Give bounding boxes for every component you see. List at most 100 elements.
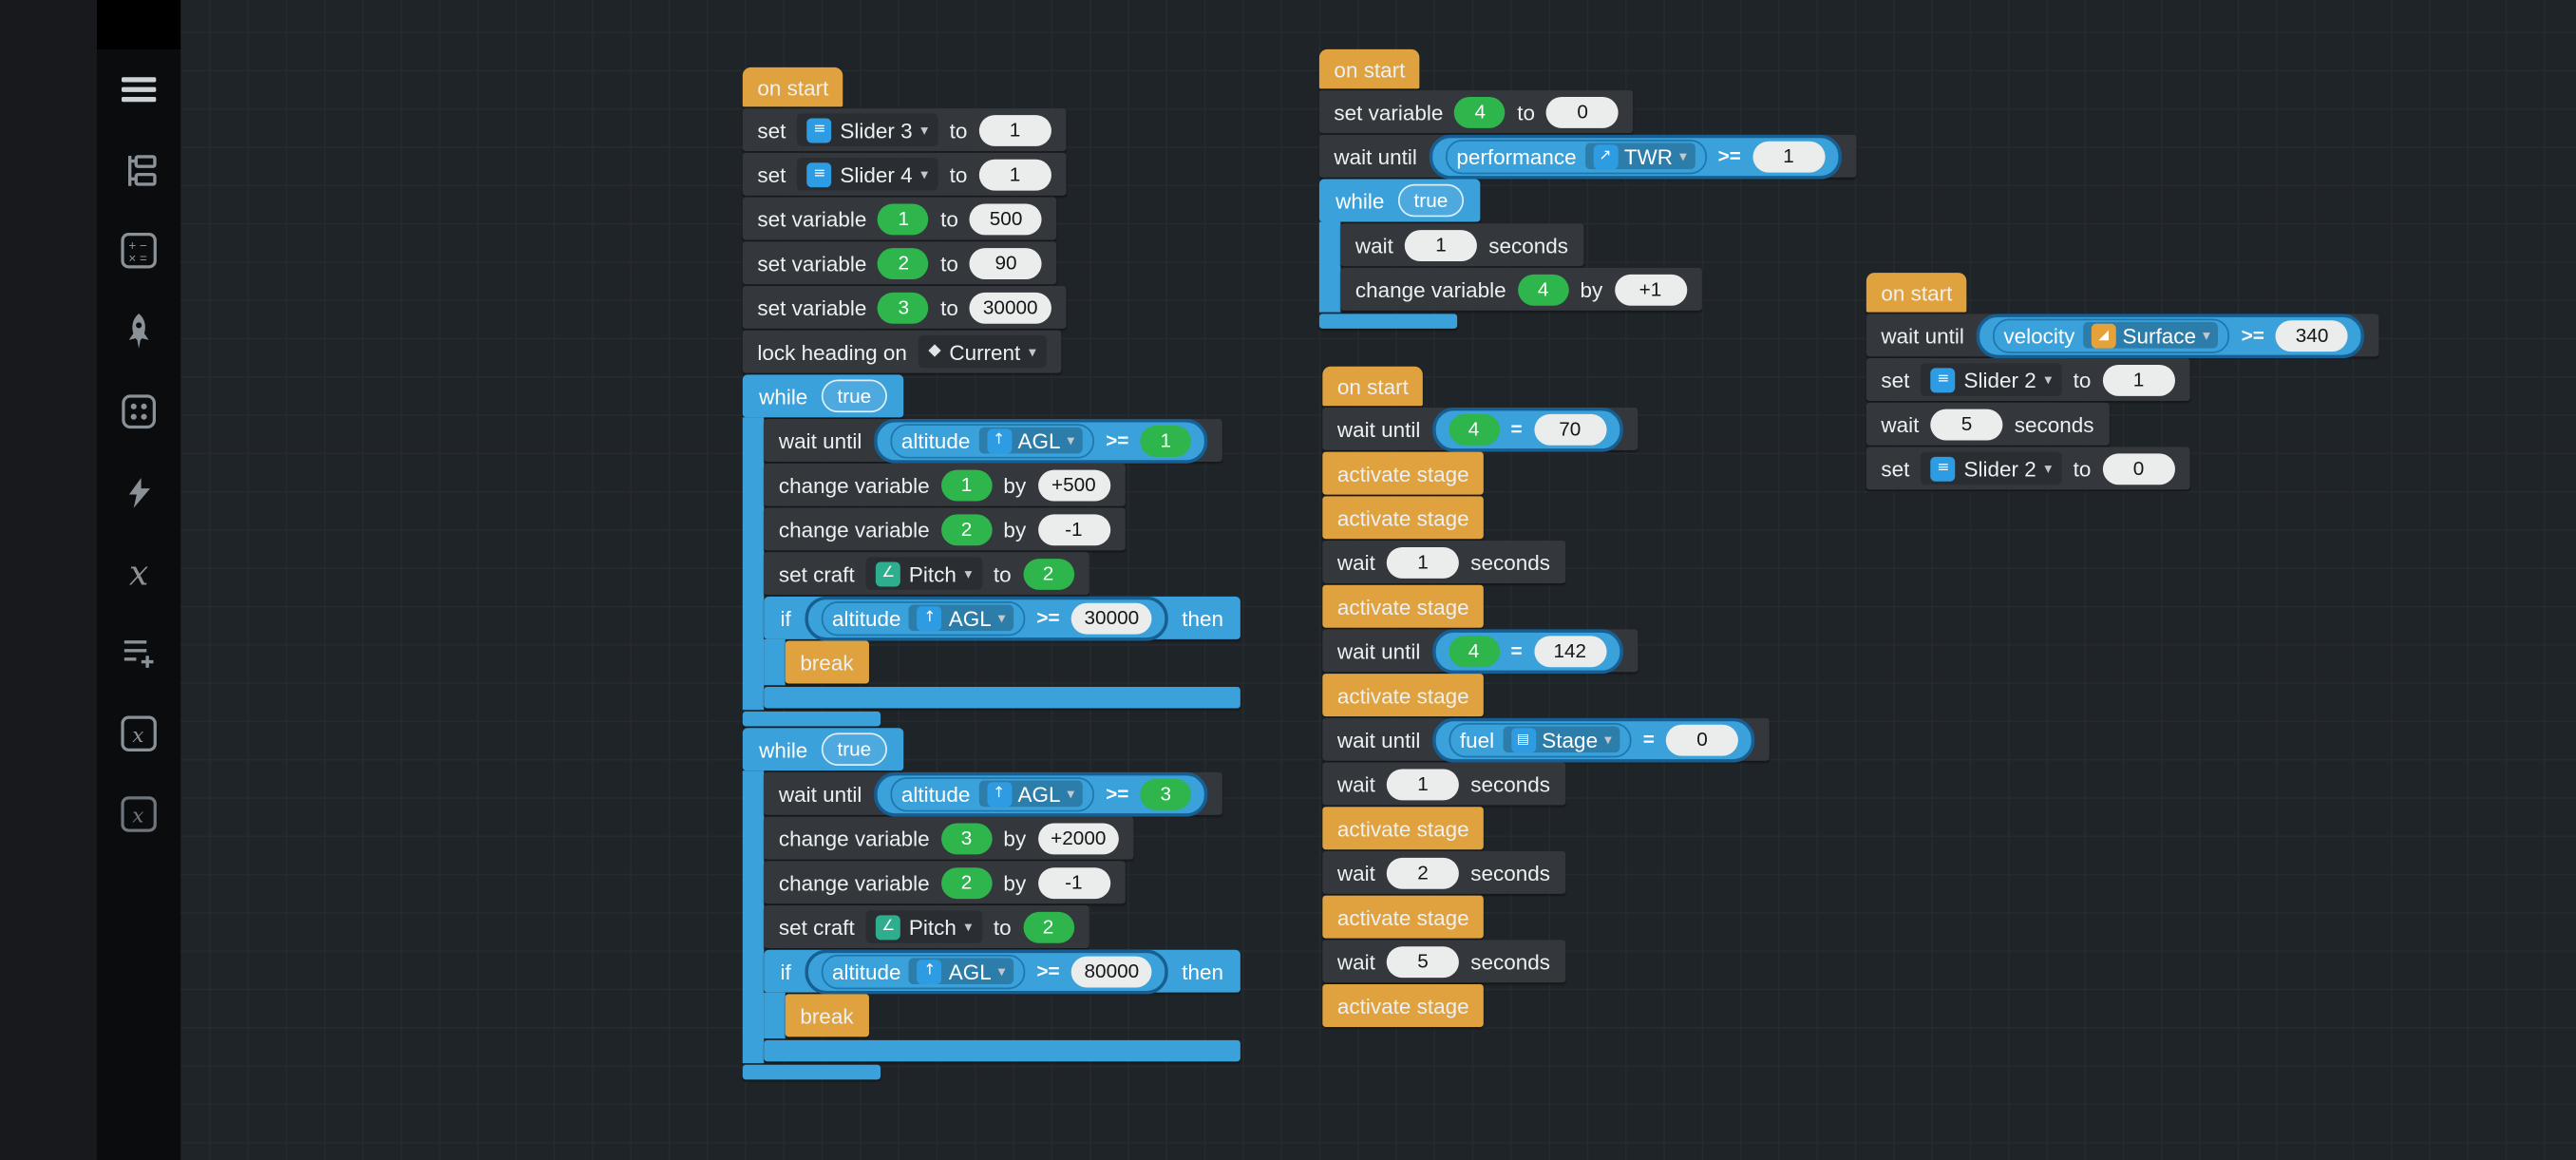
telemetry-expression[interactable]: fuelStage▾ — [1448, 722, 1632, 757]
variable-chip[interactable]: 4 — [1517, 273, 1569, 305]
activate-stage-block[interactable]: activate stage — [1322, 674, 1485, 717]
telemetry-expression[interactable]: altitudeAGL▾ — [820, 954, 1026, 989]
telemetry-dropdown[interactable]: Stage▾ — [1502, 726, 1620, 753]
value-input[interactable]: 90 — [970, 247, 1043, 279]
set-variable-block[interactable]: set variable 4 to 0 — [1318, 90, 1634, 134]
value-input[interactable]: 80000 — [1070, 955, 1153, 987]
set-variable-block[interactable]: set variable 1 to 500 — [742, 197, 1057, 240]
activate-stage-block[interactable]: activate stage — [1322, 807, 1485, 850]
heading-dropdown[interactable]: Current▾ — [918, 334, 1047, 369]
value-input[interactable]: 1 — [1386, 546, 1460, 578]
category-expressions[interactable]: x — [97, 774, 180, 855]
craft-property-dropdown[interactable]: Pitch▾ — [865, 910, 982, 943]
comparison-expression[interactable]: altitudeAGL▾ >= 30000 — [804, 595, 1169, 640]
value-input[interactable]: -1 — [1037, 513, 1110, 545]
value-input[interactable]: 500 — [970, 202, 1043, 235]
value-input[interactable]: +500 — [1037, 468, 1110, 501]
set-slider-block[interactable]: set Slider 2▾ to 0 — [1866, 447, 2190, 490]
slider-dropdown[interactable]: Slider 3▾ — [797, 113, 938, 146]
set-craft-block[interactable]: set craft Pitch▾ to 2 — [764, 552, 1089, 596]
value-input[interactable]: 1 — [2102, 364, 2175, 395]
value-input[interactable]: 30000 — [1070, 601, 1153, 634]
wait-until-block[interactable]: wait until performanceTWR▾ >= 1 — [1318, 133, 1856, 179]
wait-until-block[interactable]: wait until altitudeAGL▾ >= 3 — [764, 771, 1222, 816]
on-start-hat-block[interactable]: on start — [1318, 48, 1420, 89]
value-input[interactable]: 2 — [1386, 856, 1460, 888]
value-input[interactable]: 0 — [2102, 452, 2175, 485]
value-input[interactable]: 1 — [1752, 140, 1826, 172]
if-header[interactable]: if altitudeAGL▾ >= 80000 then — [764, 948, 1241, 994]
category-set-variable[interactable]: x — [97, 694, 180, 774]
variable-chip[interactable]: 2 — [940, 513, 993, 545]
menu-button[interactable] — [97, 49, 180, 130]
value-input[interactable]: 1 — [978, 158, 1051, 190]
set-craft-block[interactable]: set craft Pitch▾ to 2 — [764, 905, 1089, 948]
telemetry-expression[interactable]: altitudeAGL▾ — [889, 776, 1094, 811]
value-input[interactable]: 340 — [2276, 319, 2349, 352]
condition-input[interactable]: true — [821, 732, 888, 766]
telemetry-expression[interactable]: performanceTWR▾ — [1445, 139, 1707, 174]
set-variable-block[interactable]: set variable 2 to 90 — [742, 241, 1057, 285]
variable-chip[interactable]: 1 — [940, 468, 993, 501]
activate-stage-block[interactable]: activate stage — [1322, 451, 1485, 495]
variable-chip[interactable]: 2 — [940, 866, 993, 899]
wait-until-block[interactable]: wait until 4=70 — [1322, 407, 1638, 451]
value-input[interactable]: 1 — [1405, 229, 1478, 261]
on-start-hat-block[interactable]: on start — [1322, 366, 1424, 407]
telemetry-dropdown[interactable]: AGL▾ — [909, 958, 1014, 985]
variable-chip[interactable]: 4 — [1454, 96, 1506, 128]
value-input[interactable]: 1 — [1386, 768, 1460, 800]
variable-chip[interactable]: 3 — [940, 822, 993, 854]
variable-chip[interactable]: 4 — [1448, 635, 1500, 667]
slider-dropdown[interactable]: Slider 4▾ — [797, 158, 938, 191]
block-canvas[interactable]: on start set Slider 3▾ to 1 set Slider 4… — [180, 0, 2576, 1160]
category-craft[interactable] — [97, 291, 180, 371]
activate-stage-block[interactable]: activate stage — [1322, 584, 1485, 628]
comparison-expression[interactable]: velocitySurface▾ >= 340 — [1975, 313, 2365, 358]
on-start-hat-block[interactable]: on start — [1866, 273, 1967, 313]
telemetry-expression[interactable]: altitudeAGL▾ — [889, 423, 1094, 458]
comparison-expression[interactable]: 4=142 — [1431, 628, 1623, 674]
value-input[interactable]: 142 — [1533, 635, 1606, 667]
telemetry-dropdown[interactable]: AGL▾ — [977, 427, 1083, 454]
activate-stage-block[interactable]: activate stage — [1322, 496, 1485, 540]
value-input[interactable]: 5 — [1386, 945, 1460, 978]
condition-input[interactable]: true — [1397, 183, 1465, 218]
comparison-expression[interactable]: altitudeAGL▾ >= 80000 — [804, 948, 1169, 994]
wait-until-block[interactable]: wait until velocitySurface▾ >= 340 — [1866, 313, 2379, 358]
telemetry-expression[interactable]: altitudeAGL▾ — [820, 600, 1026, 636]
variable-chip[interactable]: 2 — [1022, 911, 1074, 942]
comparison-expression[interactable]: performanceTWR▾ >= 1 — [1429, 133, 1842, 179]
value-input[interactable]: 0 — [1546, 96, 1619, 128]
variable-chip[interactable]: 4 — [1448, 412, 1500, 445]
activate-stage-block[interactable]: activate stage — [1322, 895, 1485, 939]
comparison-expression[interactable]: altitudeAGL▾ >= 1 — [873, 418, 1208, 463]
category-program[interactable] — [97, 130, 180, 211]
value-input[interactable]: -1 — [1037, 866, 1110, 899]
on-start-hat-block[interactable]: on start — [742, 67, 843, 107]
set-variable-block[interactable]: set variable 3 to 30000 — [742, 285, 1066, 329]
slider-dropdown[interactable]: Slider 2▾ — [1921, 451, 2062, 485]
variable-chip[interactable]: 3 — [878, 292, 930, 323]
value-input[interactable]: 30000 — [970, 292, 1051, 323]
telemetry-dropdown[interactable]: TWR▾ — [1584, 143, 1695, 170]
value-input[interactable]: +2000 — [1037, 822, 1120, 854]
value-input[interactable]: 1 — [978, 114, 1051, 146]
comparison-expression[interactable]: 4=70 — [1431, 407, 1623, 451]
break-block[interactable]: break — [785, 640, 869, 684]
value-input[interactable]: 5 — [1930, 408, 2003, 440]
variable-chip[interactable]: 1 — [878, 202, 930, 235]
craft-property-dropdown[interactable]: Pitch▾ — [865, 557, 982, 590]
